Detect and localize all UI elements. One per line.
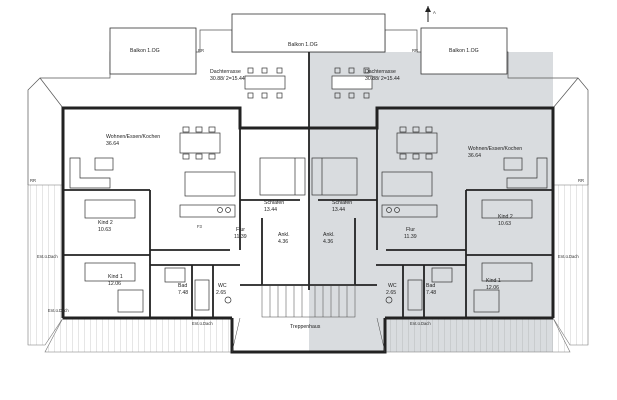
note-ent-dach-left-2: Ent.ü.Dach <box>48 308 69 313</box>
staircase-label: Treppenhaus <box>290 324 321 330</box>
right-wc-area: 2.65 <box>386 290 396 296</box>
interior-walls <box>63 52 553 318</box>
note-rr-3: RR <box>198 48 204 53</box>
left-bad-area: 7.48 <box>178 290 188 296</box>
terrace-right-name: Dachterrasse <box>365 69 396 75</box>
note-ent-dach-right-2: Ent.ü.Dach <box>558 254 579 259</box>
right-bad-area: 7.48 <box>426 290 436 296</box>
right-unit-shade <box>309 52 553 352</box>
right-kind2-name: Kind 2 <box>498 214 513 220</box>
left-kind1-area: 12.06 <box>108 281 121 287</box>
section-marker-label: A <box>433 10 436 15</box>
balcony-boxes <box>109 13 508 75</box>
note-rr-4: RR <box>412 48 418 53</box>
right-flur-name: Flur <box>406 227 415 233</box>
right-kind1-name: Kind 1 <box>486 278 501 284</box>
terrace-left-area: 30.88/ 2=15.44 <box>210 76 245 82</box>
note-ent-dach-right-1: Ent.ü.Dach <box>410 321 431 326</box>
note-rr-2: RR <box>578 178 584 183</box>
left-kind2-name: Kind 2 <box>98 220 113 226</box>
right-living-name: Wohnen/Essen/Kochen <box>468 146 522 152</box>
right-flur-area: 11.39 <box>404 234 417 240</box>
section-marker: A <box>425 6 436 22</box>
left-ankl-area: 4.36 <box>278 239 288 245</box>
left-wc-name: WC <box>218 283 227 289</box>
furniture-left <box>69 67 306 313</box>
roof-hatch-right <box>384 184 589 353</box>
left-living-area: 36.64 <box>106 141 119 147</box>
right-wc-name: WC <box>388 283 397 289</box>
left-schlafen-area: 13.44 <box>264 207 277 213</box>
note-f3: F3 <box>197 224 203 229</box>
left-living-name: Wohnen/Essen/Kochen <box>106 134 160 140</box>
right-living-area: 36.64 <box>468 153 481 159</box>
balcony-left-label: Balkon 1.OG <box>130 48 160 54</box>
left-bad-name: Bad <box>178 283 187 289</box>
terrace-right-area: 30.88/ 2=15.44 <box>365 76 400 82</box>
left-wc-area: 2.65 <box>216 290 226 296</box>
left-schlafen-name: Schlafen <box>264 200 284 206</box>
terrace-left-name: Dachterrasse <box>210 69 241 75</box>
left-flur-area: 11.39 <box>234 234 247 240</box>
roof-hatch-left <box>27 184 233 353</box>
staircase-steps <box>231 284 386 353</box>
balcony-center-label: Balkon 1.OG <box>288 42 318 48</box>
left-kind2-area: 10.63 <box>98 227 111 233</box>
note-ent-dach-left-3: Ent.ü.Dach <box>192 321 213 326</box>
right-schlafen-area: 13.44 <box>332 207 345 213</box>
note-ent-dach-left-1: Ent.ü.Dach <box>37 254 58 259</box>
note-rr-1: RR <box>30 178 36 183</box>
right-kind1-area: 12.06 <box>486 285 499 291</box>
right-kind2-area: 10.63 <box>498 221 511 227</box>
right-ankl-name: Ankl. <box>323 232 335 238</box>
furniture-right <box>311 67 548 313</box>
left-flur-name: Flur <box>236 227 245 233</box>
right-schlafen-name: Schlafen <box>332 200 352 206</box>
right-bad-name: Bad <box>426 283 435 289</box>
left-kind1-name: Kind 1 <box>108 274 123 280</box>
right-ankl-area: 4.36 <box>323 239 333 245</box>
left-ankl-name: Ankl. <box>278 232 290 238</box>
balcony-right-label: Balkon 1.OG <box>449 48 479 54</box>
